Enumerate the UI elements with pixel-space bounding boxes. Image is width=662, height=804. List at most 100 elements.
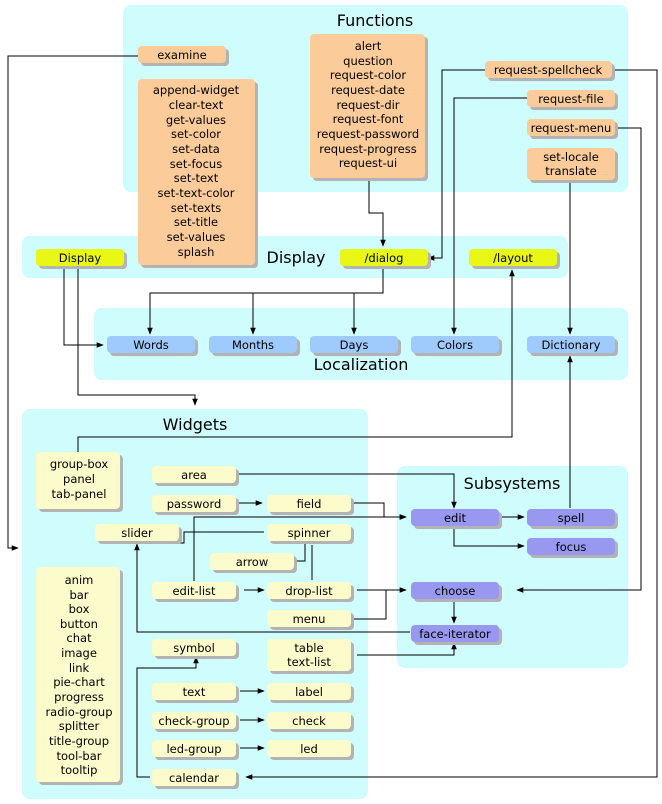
misc-widget-item: anim — [65, 573, 94, 587]
setter-function-item: set-text-color — [158, 186, 235, 200]
area-node[interactable]: area — [152, 466, 239, 486]
dictionary-label: Dictionary — [542, 338, 601, 352]
table-label: table — [294, 641, 323, 655]
edit-node[interactable]: edit — [411, 509, 502, 529]
drop-list-node[interactable]: drop-list — [267, 582, 354, 602]
request-spellcheck-node[interactable]: request-spellcheck — [485, 61, 615, 81]
diagram-edges — [7, 55, 658, 780]
setter-function-item: get-values — [166, 113, 226, 127]
label-node[interactable]: label — [267, 683, 354, 703]
spinner-node[interactable]: spinner — [267, 524, 354, 544]
setter-function-item: set-texts — [171, 201, 221, 215]
request-function-item: request-ui — [339, 156, 397, 170]
spell-label: spell — [558, 511, 585, 525]
setter-function-item: set-color — [171, 127, 221, 141]
months-node[interactable]: Months — [209, 336, 300, 356]
group-box-label: group-box — [50, 457, 109, 471]
led-node[interactable]: led — [267, 740, 354, 760]
misc-widget-item: button — [60, 617, 98, 631]
dialog-node[interactable]: /dialog — [340, 249, 431, 269]
locale-functions-node[interactable]: set-locale translate — [527, 148, 618, 183]
text-node[interactable]: text — [152, 683, 239, 703]
misc-widget-item: bar — [69, 588, 88, 602]
misc-widget-item: chat — [66, 631, 92, 645]
slider-label: slider — [121, 526, 153, 540]
face-iterator-node[interactable]: face-iterator — [411, 625, 502, 645]
dialog-label: /dialog — [365, 251, 404, 265]
request-function-item: request-dir — [336, 98, 399, 112]
check-label: check — [292, 714, 326, 728]
misc-widget-item: tool-bar — [56, 749, 101, 763]
area-label: area — [181, 468, 207, 482]
functions-title: Functions — [337, 11, 413, 30]
examine-node[interactable]: examine — [138, 46, 229, 66]
misc-widget-item: splitter — [59, 719, 100, 733]
colors-node[interactable]: Colors — [411, 336, 502, 356]
request-function-list: alert question request-color request-dat… — [317, 39, 419, 170]
request-functions-node[interactable]: alert question request-color request-dat… — [310, 34, 428, 181]
face-iterator-label: face-iterator — [419, 627, 491, 641]
request-menu-node[interactable]: request-menu — [527, 119, 618, 139]
translate-label: translate — [545, 164, 596, 178]
months-label: Months — [232, 338, 274, 352]
password-label: password — [167, 497, 222, 511]
panels-node[interactable]: group-box panel tab-panel — [36, 452, 123, 512]
setter-function-item: set-data — [172, 142, 220, 156]
display-node[interactable]: Display — [36, 249, 127, 269]
days-node[interactable]: Days — [310, 336, 401, 356]
menu-label: menu — [293, 612, 326, 626]
calendar-label: calendar — [169, 771, 219, 785]
menu-node[interactable]: menu — [267, 610, 354, 630]
edit-label: edit — [444, 511, 467, 525]
led-group-node[interactable]: led-group — [152, 740, 239, 760]
setter-function-item: set-focus — [170, 157, 222, 171]
misc-widget-item: title-group — [49, 734, 109, 748]
check-node[interactable]: check — [267, 712, 354, 732]
words-label: Words — [133, 338, 169, 352]
setter-functions-node[interactable]: append-widget clear-text get-values set-… — [138, 79, 258, 268]
spinner-label: spinner — [288, 526, 331, 540]
request-function-item: request-font — [333, 112, 404, 126]
days-label: Days — [340, 338, 369, 352]
setter-function-item: splash — [178, 245, 215, 259]
setter-function-list: append-widget clear-text get-values set-… — [153, 83, 240, 259]
layout-node[interactable]: /layout — [469, 249, 560, 269]
request-function-item: request-date — [331, 83, 405, 97]
calendar-node[interactable]: calendar — [152, 769, 239, 789]
edit-list-label: edit-list — [172, 584, 216, 598]
setter-function-item: set-values — [167, 230, 226, 244]
choose-label: choose — [435, 584, 476, 598]
set-locale-label: set-locale — [543, 150, 599, 164]
examine-label: examine — [157, 48, 207, 62]
dictionary-node[interactable]: Dictionary — [527, 336, 618, 356]
check-group-node[interactable]: check-group — [152, 712, 239, 732]
misc-widget-item: progress — [54, 690, 104, 704]
request-spellcheck-label: request-spellcheck — [494, 63, 603, 77]
slider-node[interactable]: slider — [95, 524, 182, 544]
text-label: text — [183, 685, 206, 699]
request-function-item: question — [343, 54, 393, 68]
led-label: led — [300, 742, 318, 756]
table-node[interactable]: table text-list — [267, 639, 354, 674]
misc-widget-item: radio-group — [45, 705, 112, 719]
led-group-label: led-group — [166, 742, 221, 756]
password-node[interactable]: password — [152, 495, 239, 515]
field-node[interactable]: field — [267, 495, 354, 515]
field-label: field — [297, 497, 322, 511]
spell-node[interactable]: spell — [527, 509, 618, 529]
request-file-node[interactable]: request-file — [527, 90, 618, 110]
edit-list-node[interactable]: edit-list — [152, 582, 239, 602]
focus-node[interactable]: focus — [527, 538, 618, 558]
arrow-node[interactable]: arrow — [210, 553, 297, 573]
request-file-label: request-file — [538, 92, 603, 106]
misc-widgets-node[interactable]: anim bar box button chat image link pie-… — [36, 567, 123, 785]
request-function-item: request-progress — [319, 142, 417, 156]
words-node[interactable]: Words — [107, 336, 198, 356]
request-menu-label: request-menu — [531, 121, 612, 135]
symbol-node[interactable]: symbol — [152, 639, 239, 659]
choose-node[interactable]: choose — [411, 582, 502, 602]
check-group-label: check-group — [158, 714, 229, 728]
localization-title: Localization — [314, 355, 409, 374]
display-label: Display — [59, 251, 102, 265]
